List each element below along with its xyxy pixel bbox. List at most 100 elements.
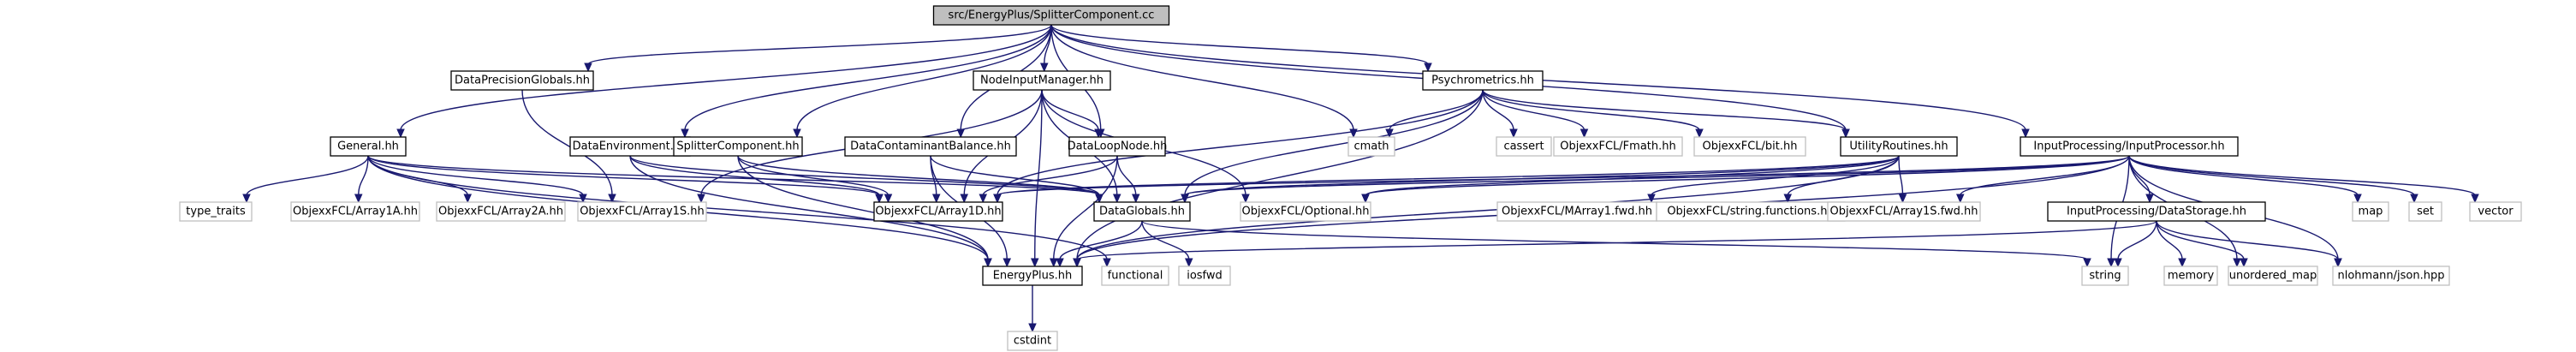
node-root[interactable]: src/EnergyPlus/SplitterComponent.cc xyxy=(932,5,1170,26)
dependency-edge xyxy=(2128,155,2362,204)
dependency-edge xyxy=(521,89,616,204)
node-data-storage[interactable]: InputProcessing/DataStorage.hh xyxy=(2047,201,2266,222)
node-box xyxy=(1422,70,1544,91)
node-label: EnergyPlus.hh xyxy=(993,270,1073,283)
node-cstdint: cstdint xyxy=(1007,331,1058,351)
dependency-edge xyxy=(2128,155,2418,204)
node-box xyxy=(179,201,253,222)
dependency-edge xyxy=(1898,155,1907,204)
node-box xyxy=(2047,201,2266,222)
node-box xyxy=(1178,265,1231,286)
node-label: DataContaminantBalance.hh xyxy=(850,140,1011,153)
node-objexx-array1d[interactable]: ObjexxFCL/Array1D.hh xyxy=(873,201,1003,222)
node-box xyxy=(1007,331,1058,351)
node-box xyxy=(450,70,594,91)
dependency-edge xyxy=(1141,220,2091,268)
node-box xyxy=(577,201,707,222)
node-label: string xyxy=(2089,270,2121,283)
node-label: cmath xyxy=(1353,140,1389,153)
node-input-processor[interactable]: InputProcessing/InputProcessor.hh xyxy=(2020,136,2239,157)
node-data-loop-node[interactable]: DataLoopNode.hh xyxy=(1068,136,1168,157)
dependency-edge xyxy=(1030,89,1043,268)
node-memory: memory xyxy=(2163,265,2218,286)
dependency-edge xyxy=(1482,89,1518,139)
node-nlohmann-json: nlohmann/json.hpp xyxy=(2332,265,2450,286)
node-label: DataGlobals.hh xyxy=(1099,206,1185,218)
dependency-edge xyxy=(793,24,1052,139)
node-box xyxy=(973,70,1111,91)
node-box xyxy=(673,136,803,157)
node-box xyxy=(844,136,1017,157)
dependency-edge xyxy=(979,155,1118,204)
dependency-edge xyxy=(2114,220,2157,268)
node-splitter-component[interactable]: SplitterComponent.hh xyxy=(673,136,803,157)
dependency-edge xyxy=(584,24,1052,73)
node-label: General.hh xyxy=(337,140,399,153)
node-label: ObjexxFCL/Array1D.hh xyxy=(875,206,1001,218)
node-data-globals[interactable]: DataGlobals.hh xyxy=(1093,201,1191,222)
node-vector: vector xyxy=(2469,201,2522,222)
node-objexx-array1s: ObjexxFCL/Array1S.hh xyxy=(577,201,707,222)
dependency-edge xyxy=(993,155,2130,204)
node-cassert: cassert xyxy=(1496,136,1552,157)
node-box xyxy=(290,201,420,222)
dependency-edge xyxy=(1361,155,2130,204)
node-label: ObjexxFCL/Fmath.hh xyxy=(1560,140,1675,153)
node-map: map xyxy=(2352,201,2389,222)
node-cmath: cmath xyxy=(1347,136,1395,157)
node-label: memory xyxy=(2168,270,2215,283)
node-label: unordered_map xyxy=(2229,270,2317,283)
node-label: functional xyxy=(1108,270,1163,283)
node-box xyxy=(873,201,1003,222)
node-general[interactable]: General.hh xyxy=(330,136,407,157)
node-box xyxy=(2163,265,2218,286)
node-label: ObjexxFCL/Array1S.hh xyxy=(580,206,705,218)
node-psychrometrics[interactable]: Psychrometrics.hh xyxy=(1422,70,1544,91)
dependency-edge xyxy=(2156,220,2186,268)
dependency-edge xyxy=(1116,155,1140,204)
node-label: DataLoopNode.hh xyxy=(1068,140,1168,153)
node-node-input-manager[interactable]: NodeInputManager.hh xyxy=(973,70,1111,91)
node-utility-routines[interactable]: UtilityRoutines.hh xyxy=(1840,136,1958,157)
dependency-edge xyxy=(396,24,1052,139)
dependency-edge xyxy=(367,155,1104,204)
node-label: ObjexxFCL/bit.hh xyxy=(1702,140,1797,153)
node-label: ObjexxFCL/string.functions.hh xyxy=(1667,206,1834,218)
node-box xyxy=(1101,265,1169,286)
node-box xyxy=(932,5,1170,26)
dependency-edge xyxy=(1181,155,2130,204)
node-data-contaminant-balance[interactable]: DataContaminantBalance.hh xyxy=(844,136,1017,157)
node-box xyxy=(2469,201,2522,222)
node-energyplus[interactable]: EnergyPlus.hh xyxy=(982,265,1083,286)
node-objexx-string-functions: ObjexxFCL/string.functions.hh xyxy=(1656,201,1846,222)
node-label: InputProcessing/InputProcessor.hh xyxy=(2033,140,2224,153)
node-box xyxy=(1693,136,1806,157)
node-box xyxy=(1553,136,1683,157)
node-functional: functional xyxy=(1101,265,1169,286)
dependency-edge xyxy=(2156,220,2248,268)
node-box xyxy=(2352,201,2389,222)
node-objexx-array2a: ObjexxFCL/Array2A.hh xyxy=(436,201,566,222)
node-data-precision-globals[interactable]: DataPrecisionGlobals.hh xyxy=(450,70,594,91)
dependency-edge xyxy=(367,155,1111,268)
node-string: string xyxy=(2081,265,2129,286)
dependency-nodes: src/EnergyPlus/SplitterComponent.ccDataP… xyxy=(179,5,2522,351)
node-box xyxy=(1093,201,1191,222)
dependency-edge xyxy=(1056,220,1143,268)
dependency-edge xyxy=(1482,89,1850,139)
dependency-edge xyxy=(1141,220,1193,268)
node-data-environment[interactable]: DataEnvironment.hh xyxy=(569,136,691,157)
dependency-edge xyxy=(1482,89,1704,139)
dependency-edge xyxy=(1385,89,1484,139)
node-objexx-optional: ObjexxFCL/Optional.hh xyxy=(1240,201,1371,222)
node-label: NodeInputManager.hh xyxy=(980,75,1104,87)
node-objexx-marray1-fwd: ObjexxFCL/MArray1.fwd.hh xyxy=(1496,201,1657,222)
dependency-edge xyxy=(1482,89,1589,139)
node-box xyxy=(1840,136,1958,157)
node-box xyxy=(2228,265,2318,286)
node-box xyxy=(1827,201,1981,222)
node-label: type_traits xyxy=(186,206,246,218)
node-label: iosfwd xyxy=(1187,270,1223,283)
dependency-edge xyxy=(930,155,1104,204)
